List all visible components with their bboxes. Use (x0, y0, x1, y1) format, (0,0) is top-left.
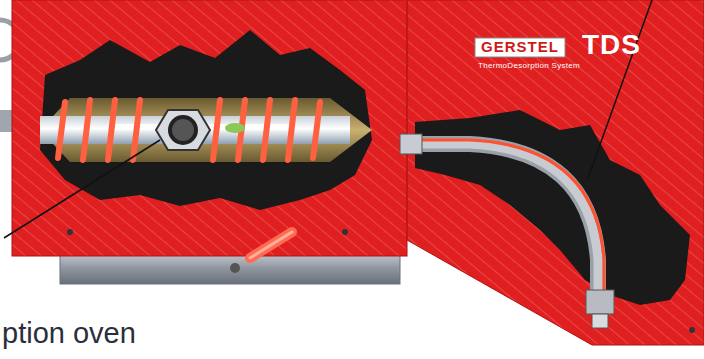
product-subtitle: ThermoDesorption System (478, 62, 580, 71)
brand-logo: GERSTEL (481, 39, 559, 56)
product-name: TDS (582, 30, 641, 61)
part-label: ption oven (2, 318, 136, 350)
